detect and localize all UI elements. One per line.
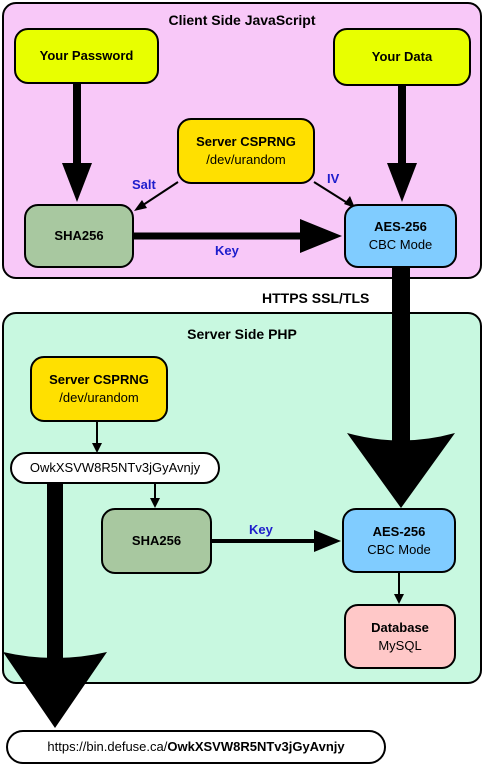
iv-label: IV bbox=[327, 171, 340, 186]
server-csprng-title: Server CSPRNG bbox=[49, 372, 149, 387]
client-aes-node: AES-256 CBC Mode bbox=[344, 204, 457, 268]
final-url-node: https://bin.defuse.ca/OwkXSVW8R5NTv3jGyA… bbox=[6, 730, 386, 764]
your-password-node: Your Password bbox=[14, 28, 159, 84]
server-aes-node: AES-256 CBC Mode bbox=[342, 508, 456, 573]
server-key-label: Key bbox=[249, 522, 273, 537]
server-sha256-label: SHA256 bbox=[131, 533, 182, 548]
client-aes-title: AES-256 bbox=[374, 219, 427, 234]
database-node: Database MySQL bbox=[344, 604, 456, 669]
your-data-node: Your Data bbox=[333, 28, 471, 86]
client-key-label: Key bbox=[215, 243, 239, 258]
client-sha256-node: SHA256 bbox=[24, 204, 134, 268]
client-side-title: Client Side JavaScript bbox=[168, 12, 316, 28]
your-password-label: Your Password bbox=[39, 48, 134, 63]
final-url-id: OwkXSVW8R5NTv3jGyAvnjy bbox=[167, 739, 345, 754]
database-title: Database bbox=[371, 619, 429, 635]
server-csprng-device: /dev/urandom bbox=[59, 390, 139, 405]
client-aes-mode: CBC Mode bbox=[368, 237, 433, 252]
arrowhead-data bbox=[387, 163, 417, 202]
client-csprng-node: Server CSPRNG /dev/urandom bbox=[177, 118, 315, 184]
server-sha256-node: SHA256 bbox=[101, 508, 212, 574]
your-data-label: Your Data bbox=[371, 49, 433, 64]
server-side-title: Server Side PHP bbox=[187, 326, 297, 342]
server-aes-mode: CBC Mode bbox=[367, 541, 431, 557]
database-engine: MySQL bbox=[378, 637, 422, 653]
client-csprng-device: /dev/urandom bbox=[206, 152, 286, 167]
client-sha256-label: SHA256 bbox=[54, 228, 104, 243]
server-aes-title: AES-256 bbox=[372, 523, 426, 539]
final-url-prefix: https://bin.defuse.ca/ bbox=[47, 739, 168, 754]
salt-label: Salt bbox=[132, 177, 156, 192]
transport-label: HTTPS SSL/TLS bbox=[262, 290, 370, 306]
client-csprng-title: Server CSPRNG bbox=[196, 134, 296, 149]
server-csprng-node: Server CSPRNG /dev/urandom bbox=[30, 356, 168, 422]
paste-id-node: OwkXSVW8R5NTv3jGyAvnjy bbox=[10, 452, 220, 484]
paste-id-text: OwkXSVW8R5NTv3jGyAvnjy bbox=[29, 460, 201, 475]
arrowhead-password bbox=[62, 163, 92, 202]
